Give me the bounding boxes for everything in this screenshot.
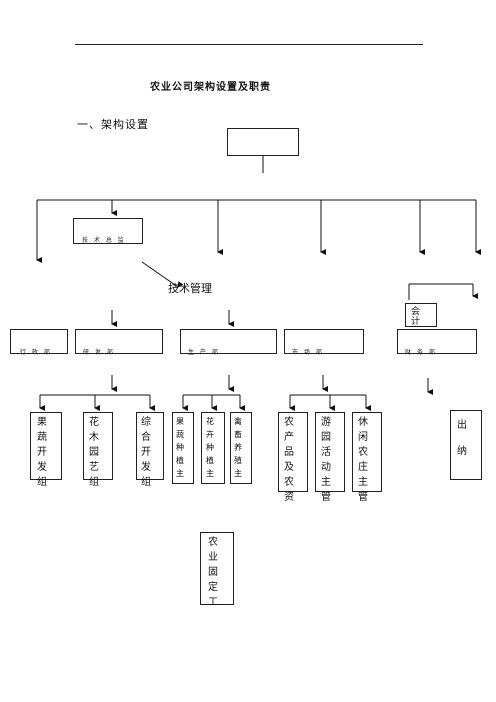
document-title: 农业公司架构设置及职责 bbox=[150, 82, 271, 93]
group-box-6: 禽畜养殖主 bbox=[230, 412, 252, 484]
group-label-7: 农产品及农资 bbox=[284, 417, 294, 503]
top-management-box bbox=[227, 128, 299, 156]
group-label-9: 休闲农庄主管 bbox=[358, 417, 368, 503]
group-label-5: 花卉种植主 bbox=[206, 417, 214, 478]
group-label-6: 禽畜养殖主 bbox=[234, 417, 242, 478]
group-label-8: 游园活动主管 bbox=[321, 417, 331, 503]
dept-box-production: 生 产 部 bbox=[180, 329, 277, 356]
group-label-1: 果蔬开发组 bbox=[37, 417, 47, 488]
dept-label-admin: 行 政 部 bbox=[20, 349, 52, 356]
group-label-3: 综合开发组 bbox=[141, 417, 151, 488]
group-box-4: 果蔬种植主 bbox=[172, 412, 194, 484]
group-box-8: 游园活动主管 bbox=[315, 412, 345, 503]
group-box-9: 休闲农庄主管 bbox=[352, 412, 382, 503]
tech-director-label: 技 术 总 监 bbox=[82, 237, 126, 244]
group-label-10: 出纳 bbox=[457, 420, 467, 457]
dept-label-finance: 财 务 部 bbox=[405, 349, 437, 356]
group-label-2: 花木园艺组 bbox=[89, 417, 99, 488]
group-box-1: 果蔬开发组 bbox=[30, 412, 62, 488]
accounting-box: 会计 bbox=[405, 303, 437, 327]
dept-box-finance: 财 务 部 bbox=[397, 329, 477, 356]
section-heading: 一、架构设置 bbox=[77, 118, 149, 131]
dept-label-production: 生 产 部 bbox=[188, 349, 220, 356]
fixed-workers-label: 农业固定工 bbox=[208, 537, 218, 608]
dept-label-marketing: 市 场 部 bbox=[292, 349, 324, 356]
group-box-2: 花木园艺组 bbox=[83, 412, 113, 488]
tech-management-label: 技术管理 bbox=[168, 282, 212, 295]
fixed-workers-box: 农业固定工 bbox=[200, 532, 234, 608]
group-box-5: 花卉种植主 bbox=[201, 412, 225, 484]
header-rule bbox=[75, 44, 423, 45]
tech-director-box: 技 术 总 监 bbox=[73, 218, 143, 244]
group-box-7: 农产品及农资 bbox=[278, 412, 308, 503]
dept-box-admin: 行 政 部 bbox=[10, 329, 68, 356]
dept-box-marketing: 市 场 部 bbox=[284, 329, 364, 356]
group-box-10: 出纳 bbox=[450, 410, 482, 480]
accounting-label: 会计 bbox=[411, 307, 421, 327]
dept-label-rnd: 研 发 部 bbox=[83, 349, 115, 356]
group-box-3: 综合开发组 bbox=[136, 412, 164, 488]
dept-box-rnd: 研 发 部 bbox=[75, 329, 163, 356]
group-label-4: 果蔬种植主 bbox=[176, 417, 184, 478]
